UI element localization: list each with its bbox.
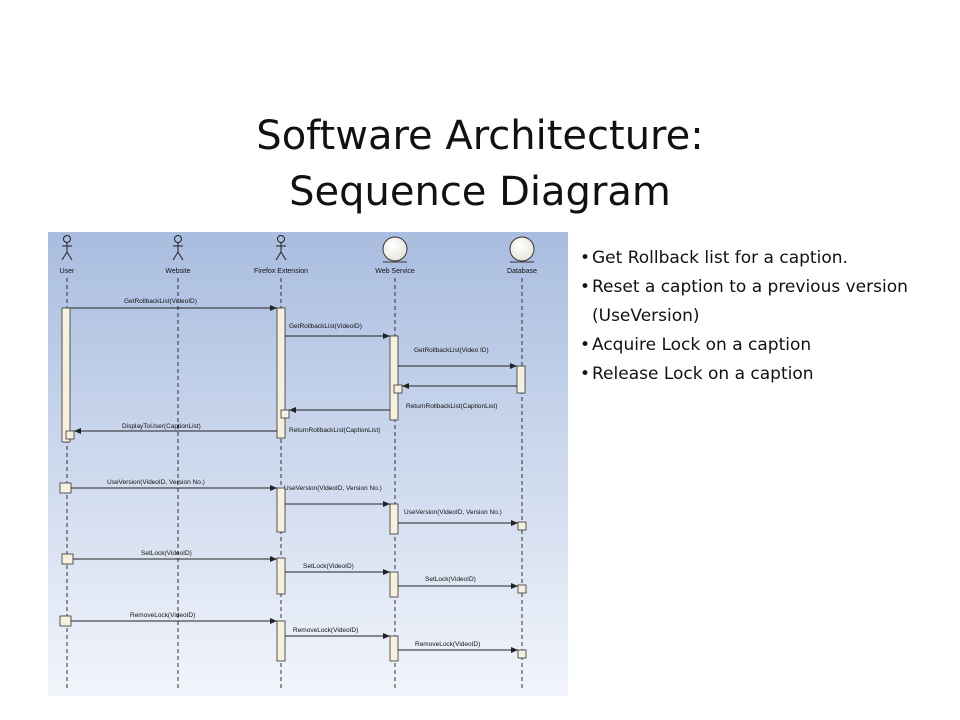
lifeline-label-firefox-extension: Firefox Extension [254, 268, 308, 275]
message-label-10: UseVersion(VideoID, Version No.) [404, 509, 502, 516]
activation-user-4 [59, 615, 72, 627]
bullet-item: Get Rollback list for a caption. [580, 244, 910, 273]
message-arrow-12 [285, 569, 390, 575]
lifeline-label-user: User [60, 268, 75, 275]
activation-user-return [65, 430, 75, 440]
slide-title: Software Architecture: Sequence Diagram [0, 108, 960, 220]
lifeline-label-web-service: Web Service [375, 268, 415, 275]
entity-icon [382, 236, 408, 262]
message-arrow-3 [398, 363, 517, 369]
message-label-15: RemoveLock(VideoID) [293, 627, 358, 634]
message-label-3: GetRollbackList(Video ID) [414, 347, 489, 354]
message-label-7: ReturnRollbackList(CaptionList) [289, 427, 380, 434]
lifeline-label-website: Website [165, 268, 190, 275]
activation-database-2 [517, 521, 527, 531]
message-arrow-14 [71, 618, 277, 624]
message-label-11: SetLock(VideoID) [141, 550, 192, 557]
message-label-16: RemoveLock(VideoID) [415, 641, 480, 648]
lifeline-label-database: Database [507, 268, 537, 275]
activation-database-1 [516, 365, 526, 394]
message-arrow-5 [289, 407, 390, 413]
message-label-14: RemoveLock(VideoID) [130, 612, 195, 619]
activation-firefox-return [280, 409, 290, 419]
message-arrow-11 [73, 556, 277, 562]
activation-user-2 [59, 482, 72, 494]
activation-user-1 [61, 307, 71, 443]
message-label-8: UseVersion(VideoID, Version No.) [107, 479, 205, 486]
message-label-9: UseVersion(VideoID, Version No.) [284, 485, 382, 492]
lifeline-head-website [172, 235, 184, 261]
message-label-6: DisplayToUser(CaptionList) [122, 423, 201, 430]
message-label-5: ReturnRollbackList(CaptionList) [406, 403, 497, 410]
lifeline-head-database [509, 236, 535, 263]
message-arrow-6 [74, 428, 277, 434]
sequence-diagram: User Website Firefox Extension Web Servi… [48, 232, 568, 696]
activation-webservice-1 [389, 335, 399, 421]
message-arrow-15 [285, 633, 390, 639]
message-arrow-8 [71, 485, 277, 491]
message-arrow-16 [398, 647, 518, 653]
message-arrow-13 [398, 583, 518, 589]
activation-webservice-4 [389, 635, 399, 662]
activation-webservice-return [393, 384, 403, 394]
message-label-13: SetLock(VideoID) [425, 576, 476, 583]
activation-firefox-2 [276, 487, 286, 533]
activation-firefox-3 [276, 557, 286, 595]
message-arrow-9 [285, 501, 390, 507]
diagram-background [48, 232, 568, 696]
lifeline-head-firefox-extension [275, 235, 287, 261]
activation-webservice-2 [389, 503, 399, 535]
bullet-list: Get Rollback list for a caption. Reset a… [580, 244, 910, 389]
message-arrow-1 [70, 305, 277, 311]
entity-icon [509, 236, 535, 262]
message-label-1: GetRollbackList(VideoID) [124, 298, 197, 305]
activation-user-3 [61, 553, 74, 565]
message-arrow-4 [402, 383, 517, 389]
message-label-2: GetRollbackList(VideoID) [289, 323, 362, 330]
activation-database-3 [517, 584, 527, 594]
activation-firefox-4 [276, 620, 286, 662]
bullet-item: Reset a caption to a previous version (U… [580, 273, 910, 331]
lifeline-head-user [61, 235, 73, 261]
activation-webservice-3 [389, 571, 399, 598]
activation-firefox-1 [276, 307, 286, 439]
lifeline-head-web-service [382, 236, 408, 263]
message-arrow-10 [398, 520, 518, 526]
activation-database-4 [517, 649, 527, 659]
message-arrow-2 [285, 333, 390, 339]
bullet-item: Release Lock on a caption [580, 360, 910, 389]
bullet-item: Acquire Lock on a caption [580, 331, 910, 360]
message-label-12: SetLock(VideoID) [303, 563, 354, 570]
title-line-2: Sequence Diagram [289, 169, 671, 215]
title-line-1: Software Architecture: [256, 113, 704, 159]
